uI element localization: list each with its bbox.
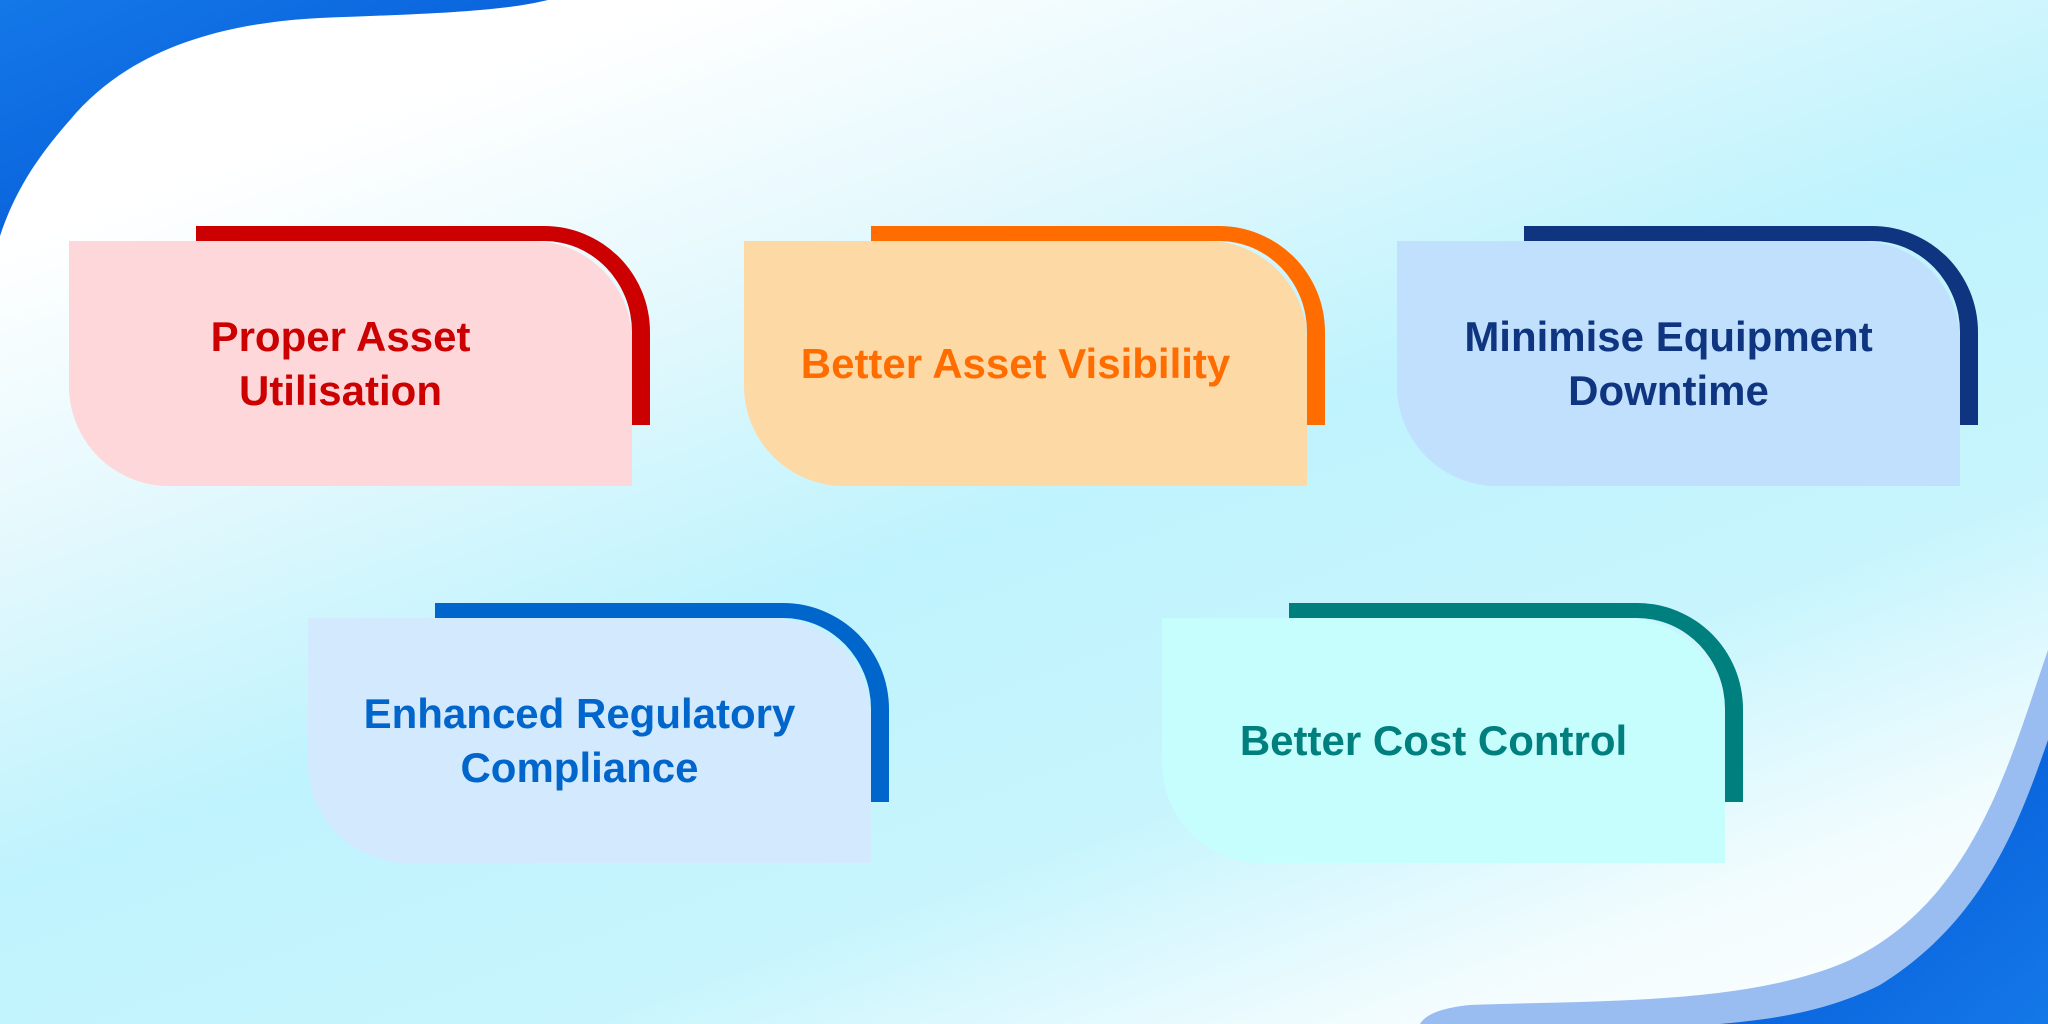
card-body: Better Cost Control — [1162, 618, 1725, 863]
card-label: Minimise Equipment Downtime — [1464, 312, 1873, 414]
card-body: Enhanced Regulatory Compliance — [308, 618, 871, 863]
card-body: Proper Asset Utilisation — [69, 241, 632, 486]
card-label: Enhanced Regulatory Compliance — [363, 689, 796, 791]
card-label: Better Asset Visibility — [800, 339, 1231, 387]
card-body: Better Asset Visibility — [744, 241, 1307, 486]
bottom-right-dark-wave — [1720, 740, 2048, 1024]
card-better-cost-control: Better Cost Control — [1162, 603, 1743, 863]
card-label: Proper Asset Utilisation — [210, 312, 471, 414]
card-minimise-equipment-downtime: Minimise Equipment Downtime — [1397, 226, 1978, 486]
card-label: Better Cost Control — [1239, 716, 1628, 764]
card-body: Minimise Equipment Downtime — [1397, 241, 1960, 486]
card-better-asset-visibility: Better Asset Visibility — [744, 226, 1325, 486]
card-proper-asset-utilisation: Proper Asset Utilisation — [69, 226, 650, 486]
card-enhanced-regulatory-compliance: Enhanced Regulatory Compliance — [308, 603, 889, 863]
top-left-wave — [0, 0, 548, 236]
